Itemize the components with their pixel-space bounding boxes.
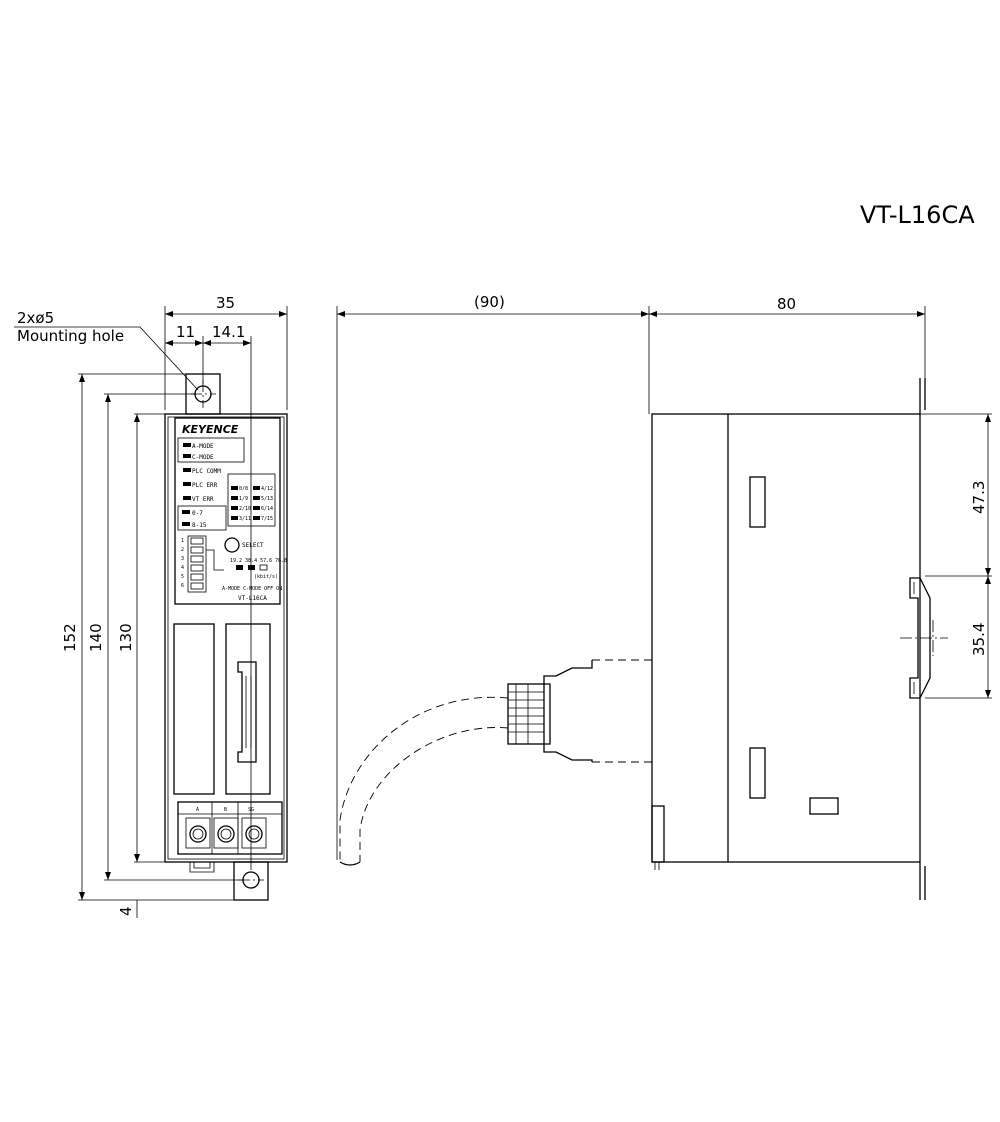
mode-c-label: C-MODE xyxy=(192,454,214,461)
right-window xyxy=(225,623,271,795)
dim-130: 130 xyxy=(117,623,135,652)
panel-model-label: VT-L16CA xyxy=(238,595,267,602)
mode-switch-labels: A-MODE C-MODE OFF ON xyxy=(222,586,282,592)
channel-led-block xyxy=(227,473,276,527)
select-button xyxy=(224,537,240,553)
dip-number: 2 xyxy=(181,547,184,553)
led-label: 3/11 xyxy=(239,516,251,522)
baud-rate-labels: 19.2 38.4 57.6 76.8 xyxy=(230,558,287,564)
terminal-screw-sg xyxy=(245,825,263,843)
hole-note-size: 2xø5 xyxy=(17,309,54,327)
left-window xyxy=(173,623,215,795)
dim-140: 140 xyxy=(87,623,105,652)
led-label: 7/15 xyxy=(261,516,273,522)
mode-a-label: A-MODE xyxy=(192,443,214,450)
dim-14-1: 14.1 xyxy=(212,323,245,341)
baud-unit: (kbit/s) xyxy=(254,574,278,580)
plug-strain-relief xyxy=(507,683,545,745)
terminal-a-label: A xyxy=(196,807,199,813)
terminal-block xyxy=(177,801,283,855)
front-panel-label xyxy=(174,417,281,605)
range-0-7-label: 0-7 xyxy=(192,510,203,517)
select-label: SELECT xyxy=(242,542,264,549)
plc-comm-label: PLC COMM xyxy=(192,468,221,475)
led-label: 1/9 xyxy=(239,496,248,502)
front-dimensions: 35 11 14.1 2xø5 Mounting hole 152 140 13… xyxy=(14,294,288,918)
led-label: 2/10 xyxy=(239,506,251,512)
dim-80: 80 xyxy=(777,295,796,313)
dim-35: 35 xyxy=(216,294,235,312)
dip-number: 3 xyxy=(181,556,184,562)
terminal-b-label: B xyxy=(224,807,227,813)
dim-152: 152 xyxy=(61,623,79,652)
front-body xyxy=(164,413,288,863)
cable-plug xyxy=(543,660,593,762)
front-connector xyxy=(237,661,257,763)
led-label: 6/14 xyxy=(261,506,273,512)
front-view: KEYENCE A-MODE C-MODE PLC COMM PLC ERR V… xyxy=(164,373,288,901)
plc-err-label: PLC ERR xyxy=(192,482,218,489)
cable xyxy=(339,696,509,862)
dim-90: (90) xyxy=(474,293,505,311)
terminal-screw-a xyxy=(189,825,207,843)
range-8-15-label: 8-15 xyxy=(192,522,207,529)
dip-number: 4 xyxy=(181,565,184,571)
side-view: (90) 80 47.3 35.4 xyxy=(336,293,992,900)
dip-switch xyxy=(187,535,207,593)
dim-4: 4 xyxy=(117,906,135,916)
din-rail-clip xyxy=(909,577,920,699)
side-slot-top xyxy=(749,476,766,528)
side-label-slot xyxy=(809,797,839,815)
dip-number: 5 xyxy=(181,574,184,580)
dim-11: 11 xyxy=(176,323,195,341)
side-slot-bottom xyxy=(749,747,766,799)
led-label: 4/12 xyxy=(261,486,273,492)
dim-35-4: 35.4 xyxy=(970,623,988,656)
dip-number: 1 xyxy=(181,538,184,544)
dip-number: 6 xyxy=(181,583,184,589)
terminal-screw-b xyxy=(217,825,235,843)
dim-47-3: 47.3 xyxy=(970,481,988,514)
side-body xyxy=(651,413,921,863)
vt-err-label: VT ERR xyxy=(192,496,214,503)
led-label: 0/8 xyxy=(239,486,248,492)
brand-logo: KEYENCE xyxy=(182,423,239,436)
hole-note-text: Mounting hole xyxy=(17,327,124,345)
led-label: 5/13 xyxy=(261,496,273,502)
model-title: VT-L16CA xyxy=(860,201,975,229)
